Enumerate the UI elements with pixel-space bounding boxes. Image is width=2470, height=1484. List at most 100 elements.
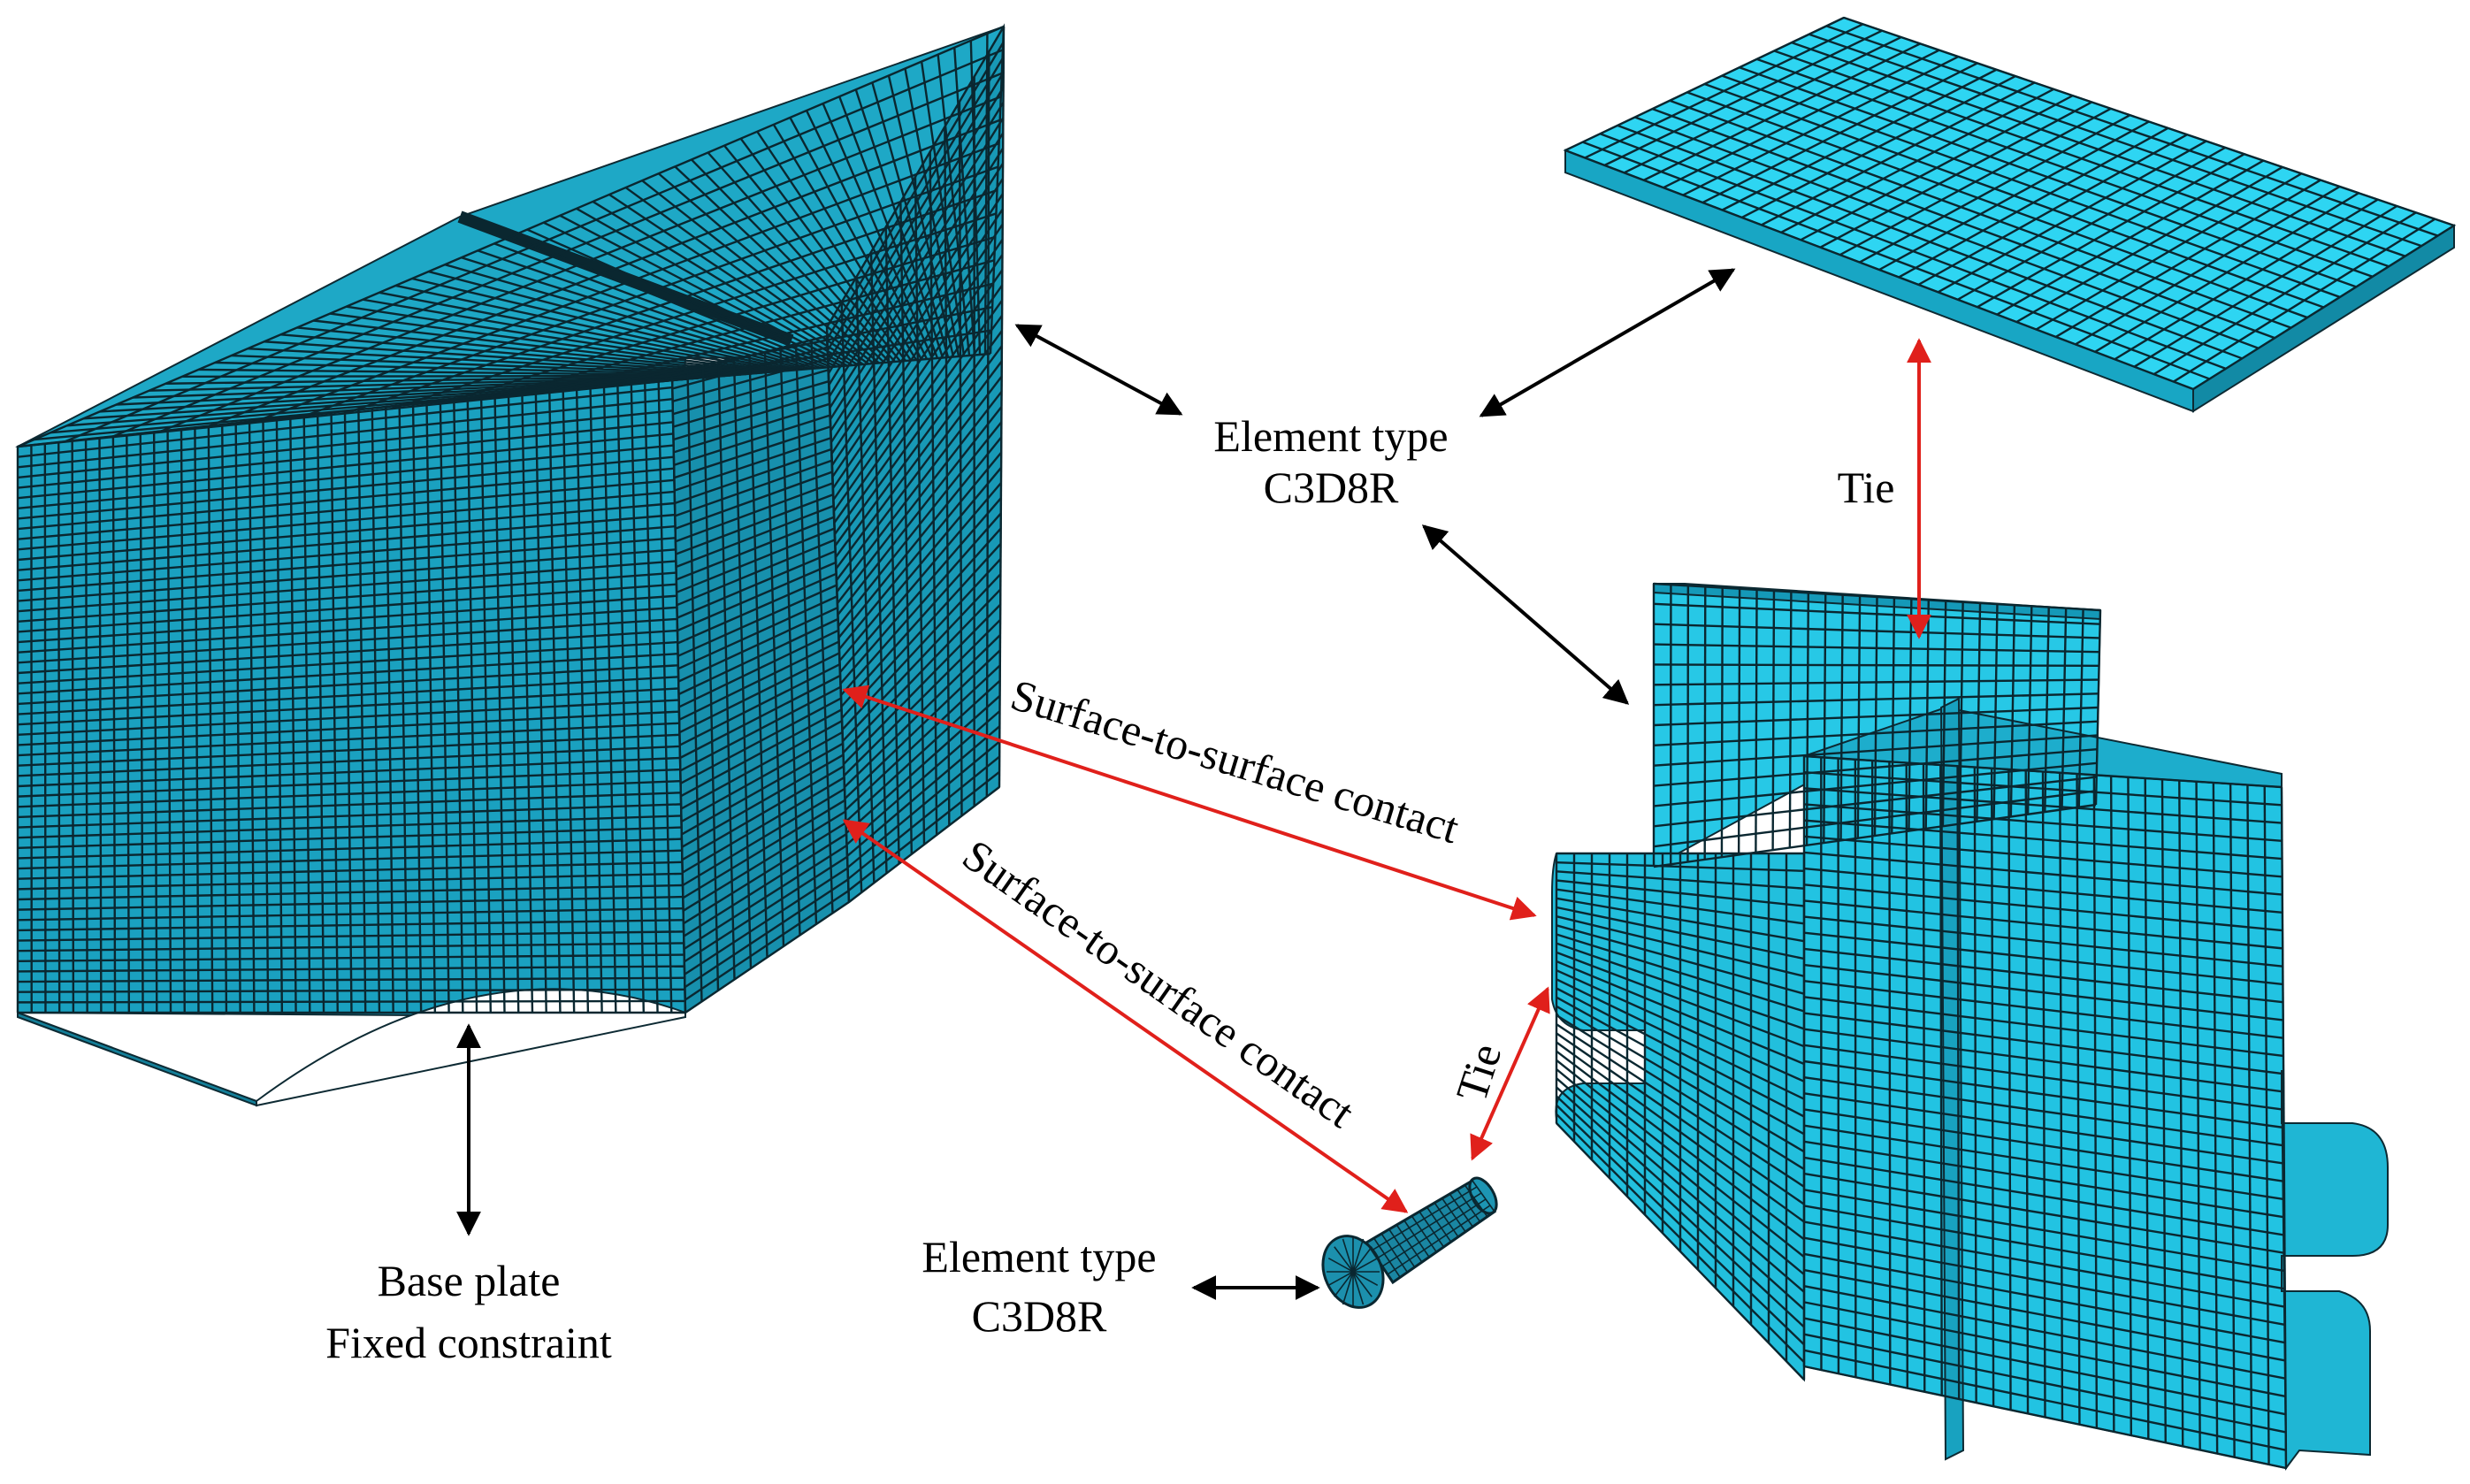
mesh-line: [17, 768, 681, 798]
mesh-line: [1556, 924, 1805, 995]
mesh-line: [17, 548, 677, 602]
mesh-line: [17, 988, 685, 993]
mesh-line: [616, 381, 631, 1014]
mesh-line: [17, 699, 679, 737]
mesh-line: [1556, 1068, 1805, 1275]
label-base-plate-line2: Fixed constraint: [325, 1318, 612, 1367]
mesh-line: [676, 504, 834, 569]
mesh-line: [2075, 185, 2341, 346]
mesh-line: [836, 375, 1003, 593]
mesh-line: [17, 640, 678, 685]
mesh-line: [680, 720, 843, 810]
arrow-tie-bolt-to-joint: [1470, 986, 1550, 1161]
mesh-line: [826, 41, 1005, 340]
mesh-line: [1653, 776, 2097, 828]
mesh-line: [1898, 126, 2169, 279]
mesh-line: [1653, 623, 2100, 639]
mesh-line: [684, 878, 849, 989]
mesh-line: [684, 890, 850, 1001]
mesh-line: [677, 572, 837, 645]
mesh-line: [17, 467, 675, 531]
mesh-line: [831, 208, 1004, 466]
mesh-line: [1556, 1014, 1805, 1171]
mesh-line: [1457, 1189, 1481, 1222]
mesh-line: [17, 999, 685, 1004]
mesh-line: [837, 406, 1003, 616]
mesh-line: [673, 391, 830, 441]
mesh-line: [675, 482, 833, 543]
mesh-line: [17, 976, 685, 983]
mesh-line: [1376, 1192, 1482, 1259]
mesh-line: [17, 629, 678, 675]
mesh-line: [17, 490, 675, 551]
mesh-line: [17, 652, 678, 695]
mesh-line: [833, 284, 1004, 524]
mesh-line: [678, 629, 839, 708]
mesh-line: [1803, 1333, 2286, 1434]
mesh-line: [828, 102, 1005, 386]
mesh-line: [2055, 179, 2321, 338]
mesh-line: [17, 478, 675, 540]
mesh-line: [1624, 35, 1902, 174]
mesh-line: [674, 459, 832, 517]
mesh-line: [157, 96, 1002, 434]
mesh-line: [1803, 787, 2283, 824]
mesh-line: [17, 884, 684, 901]
mesh-line: [680, 697, 842, 784]
mesh-line: [1741, 75, 2016, 219]
mesh-line: [673, 414, 830, 466]
mesh-line: [1761, 81, 2036, 226]
mesh-line: [1682, 55, 1959, 196]
mesh-line: [1803, 1252, 2286, 1344]
mesh-line: [17, 617, 677, 664]
mesh-line: [682, 799, 846, 899]
mesh-line: [17, 397, 673, 469]
mesh-line: [248, 421, 256, 1014]
mesh-line: [166, 430, 172, 1014]
mesh-line: [1653, 720, 2099, 747]
mesh-line: [1803, 819, 2283, 861]
mesh-line: [1803, 1317, 2286, 1416]
mesh-line: [289, 417, 297, 1014]
cruciform-flange-mesh: [1555, 852, 1806, 1381]
mesh-line: [1653, 803, 2097, 868]
mesh-line: [830, 163, 1005, 432]
mesh-line: [17, 826, 682, 850]
mesh-line: [1387, 1205, 1491, 1275]
mesh-line: [17, 444, 674, 510]
mesh-line: [683, 822, 847, 925]
top-plate: [1563, 16, 2457, 413]
top-plate-mesh: [1564, 16, 2455, 391]
mesh-line: [316, 414, 325, 1014]
mesh-line: [466, 397, 478, 1014]
mesh-line: [643, 379, 659, 1014]
mesh-line: [98, 437, 103, 1014]
mesh-line: [139, 432, 144, 1014]
mesh-line: [676, 539, 836, 607]
base-block-front-mesh-vertical: [16, 375, 687, 1014]
mesh-line: [682, 787, 845, 887]
mesh-line: [534, 390, 547, 1014]
mesh-line: [830, 178, 1005, 443]
mesh-line: [1996, 159, 2264, 316]
mesh-line: [672, 369, 829, 416]
mesh-line: [1803, 1092, 2284, 1165]
mesh-line: [1653, 790, 2097, 848]
mesh-line: [1803, 1236, 2286, 1327]
mesh-line: [17, 25, 1005, 448]
mesh-line: [17, 919, 684, 932]
mesh-line: [657, 377, 673, 1014]
mesh-line: [302, 415, 311, 1014]
mesh-line: [835, 330, 1003, 558]
mesh-line: [1653, 734, 2098, 767]
mesh-line: [624, 329, 992, 386]
mesh-line: [453, 399, 464, 1014]
mesh-line: [1653, 706, 2099, 727]
mesh-line: [682, 810, 846, 912]
mesh-line: [1643, 42, 1921, 181]
mesh-line: [1556, 1041, 1805, 1223]
mesh-line: [1803, 1156, 2285, 1236]
mesh-line: [17, 965, 684, 973]
mesh-line: [1917, 134, 2188, 286]
mesh-line: [678, 652, 840, 734]
